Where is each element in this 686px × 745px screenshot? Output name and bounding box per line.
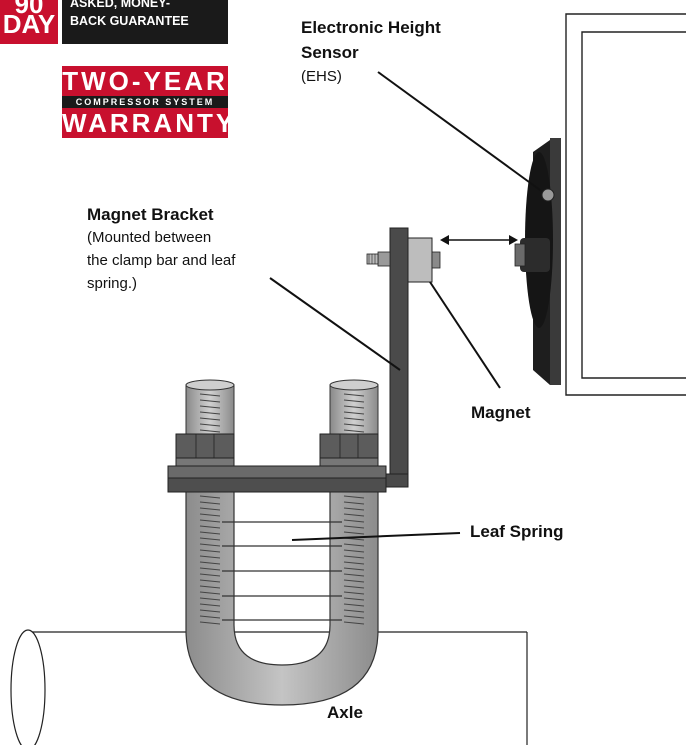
- axle: [10, 629, 528, 745]
- thread-mark: [343, 423, 365, 427]
- frame-rail: [565, 13, 686, 396]
- ehs-abbrev: (EHS): [301, 68, 342, 85]
- thread-mark: [199, 417, 221, 421]
- leaf-spring-leader: [291, 532, 461, 541]
- left-nut: [175, 433, 235, 467]
- guarantee-line2: BACK GUARANTEE: [70, 14, 189, 28]
- bracket-note-line1: (Mounted between: [87, 229, 212, 246]
- warranty-badge: TWO-YEAR COMPRESSOR SYSTEM WARRANTY: [62, 66, 237, 138]
- thread-mark: [199, 615, 221, 619]
- leader-lines: [269, 71, 541, 541]
- warranty-line3: WARRANTY: [62, 108, 237, 138]
- thread-mark: [199, 585, 221, 589]
- thread-mark: [343, 411, 365, 415]
- thread-mark: [343, 519, 365, 523]
- thread-mark: [199, 507, 221, 511]
- thread-mark: [199, 405, 221, 409]
- thread-mark: [343, 507, 365, 511]
- thread-mark: [343, 399, 365, 403]
- thread-mark: [343, 597, 365, 601]
- warranty-line2: COMPRESSOR SYSTEM: [62, 96, 228, 108]
- thread-mark: [343, 555, 365, 559]
- thread-mark: [343, 543, 365, 547]
- thread-mark: [199, 567, 221, 571]
- thread-mark: [199, 573, 221, 577]
- axle-label: Axle: [327, 703, 363, 722]
- right-nut: [319, 433, 379, 467]
- thread-mark: [199, 597, 221, 601]
- guarantee-badge: 90 DAY ASKED, MONEY- BACK GUARANTEE: [0, 0, 228, 46]
- thread-mark: [199, 561, 221, 565]
- thread-mark: [199, 555, 221, 559]
- guarantee-text-block: ASKED, MONEY- BACK GUARANTEE: [62, 0, 228, 44]
- magnet-leader: [429, 281, 501, 389]
- thread-mark: [199, 399, 221, 403]
- thread-mark: [199, 531, 221, 535]
- guarantee-days-block: 90 DAY: [0, 0, 58, 44]
- thread-mark: [343, 603, 365, 607]
- thread-mark: [199, 423, 221, 427]
- stud-threads: [199, 393, 365, 625]
- clamp-bar: [167, 465, 387, 493]
- thread-mark: [343, 495, 365, 499]
- thread-mark: [199, 519, 221, 523]
- ehs-title-line2: Sensor: [301, 43, 359, 62]
- guarantee-day: DAY: [2, 9, 56, 39]
- thread-mark: [343, 609, 365, 613]
- thread-mark: [199, 549, 221, 553]
- thread-mark: [343, 405, 365, 409]
- thread-mark: [199, 579, 221, 583]
- thread-mark: [343, 615, 365, 619]
- guarantee-number: 90: [14, 0, 44, 19]
- magnet: [366, 237, 441, 283]
- thread-mark: [199, 537, 221, 541]
- leaf-spring: [222, 521, 342, 621]
- thread-mark: [343, 585, 365, 589]
- thread-mark: [343, 501, 365, 505]
- thread-mark: [199, 603, 221, 607]
- thread-mark: [343, 561, 365, 565]
- warranty-line1: TWO-YEAR: [62, 66, 228, 96]
- bracket-note-line2: the clamp bar and leaf: [87, 252, 236, 269]
- thread-mark: [199, 543, 221, 547]
- thread-mark: [343, 549, 365, 553]
- thread-mark: [199, 501, 221, 505]
- thread-mark: [343, 513, 365, 517]
- thread-mark: [343, 567, 365, 571]
- thread-mark: [199, 429, 221, 433]
- u-bolt: [185, 489, 379, 706]
- thread-mark: [199, 513, 221, 517]
- guarantee-line1: ASKED, MONEY-: [70, 0, 171, 10]
- thread-mark: [343, 531, 365, 535]
- height-sensor: [514, 138, 561, 385]
- thread-mark: [199, 525, 221, 529]
- ehs-leader: [377, 71, 541, 191]
- thread-mark: [199, 621, 221, 625]
- bracket-title: Magnet Bracket: [87, 205, 214, 224]
- leaf-spring-label: Leaf Spring: [470, 522, 564, 541]
- thread-mark: [199, 609, 221, 613]
- thread-mark: [343, 573, 365, 577]
- thread-mark: [343, 525, 365, 529]
- magnet-label: Magnet: [471, 403, 531, 422]
- thread-mark: [343, 579, 365, 583]
- bracket-leader: [269, 277, 401, 371]
- bracket-note-line3: spring.): [87, 275, 138, 292]
- ehs-title-line1: Electronic Height: [301, 18, 441, 37]
- thread-mark: [343, 393, 365, 397]
- thread-mark: [199, 591, 221, 595]
- thread-mark: [199, 411, 221, 415]
- gap-arrow: [440, 235, 518, 245]
- thread-mark: [343, 591, 365, 595]
- thread-mark: [343, 429, 365, 433]
- thread-mark: [199, 495, 221, 499]
- thread-mark: [343, 417, 365, 421]
- thread-mark: [343, 621, 365, 625]
- thread-mark: [199, 393, 221, 397]
